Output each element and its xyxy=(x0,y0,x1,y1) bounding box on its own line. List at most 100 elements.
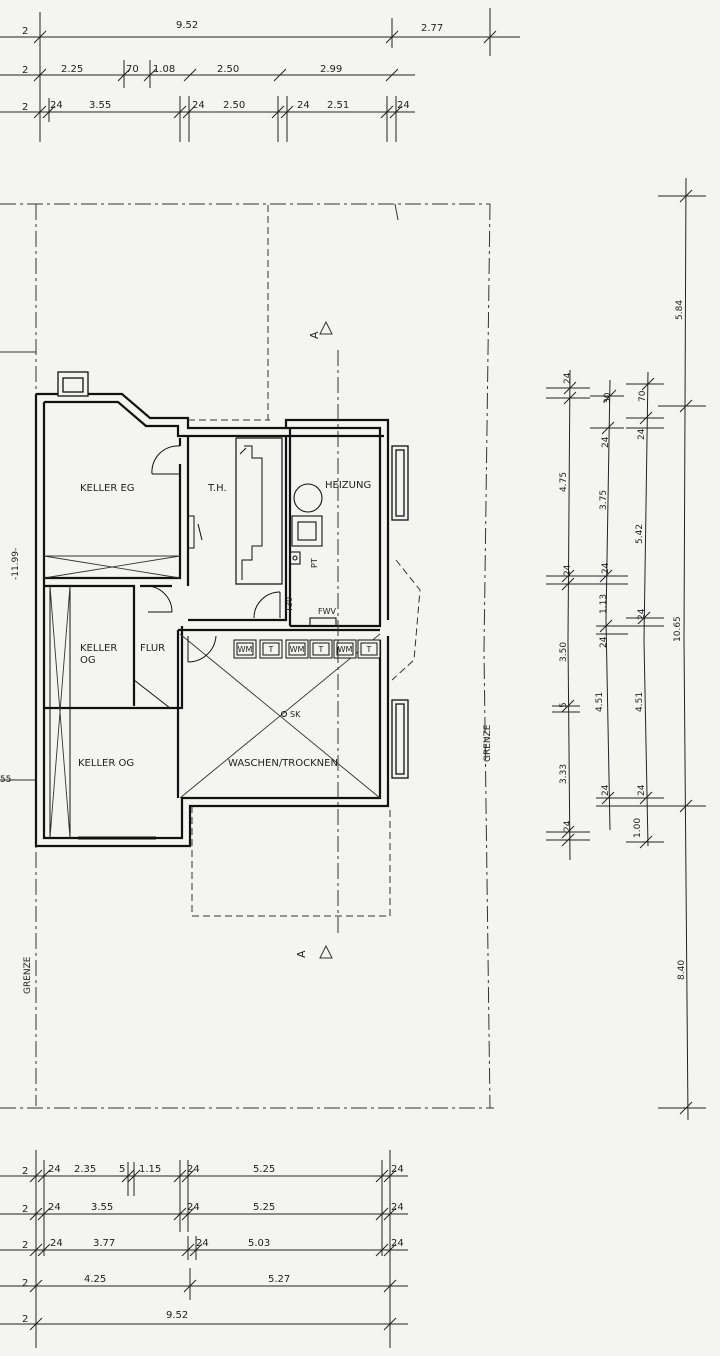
dim-label: -11.99- xyxy=(11,548,21,580)
dim-label: 5.03 xyxy=(248,1238,270,1249)
site-lines xyxy=(0,203,494,1109)
section-line-a xyxy=(319,320,339,959)
appliance-label: T xyxy=(268,645,274,654)
room-label-flur: FLUR xyxy=(140,643,165,654)
dim-label: 24 xyxy=(601,562,611,574)
dim-label: 24 xyxy=(637,784,647,796)
dim-label: 5 xyxy=(559,702,569,708)
section-arrow-icon xyxy=(319,944,333,959)
right-dimension-chains xyxy=(546,177,706,1121)
section-label-a-top: A xyxy=(308,331,321,339)
dim-label: 24 xyxy=(391,1202,404,1213)
doors xyxy=(133,445,281,709)
heating-equipment xyxy=(289,483,337,627)
dim-label: 24 xyxy=(563,820,573,832)
dim-label: 3.75 xyxy=(599,490,609,510)
dim-label: 2 xyxy=(22,1278,28,1289)
dashed-projections xyxy=(188,419,421,917)
boundary-labels: GRENZE GRENZE xyxy=(23,724,493,994)
dim-label: 2 xyxy=(22,65,28,76)
dim-label: 24 xyxy=(397,100,410,111)
dim-label: 55- xyxy=(0,775,15,785)
dim-label: 24 xyxy=(601,784,611,796)
bottom-dimension-chains xyxy=(0,1150,408,1348)
room-label-keller-og-level: OG xyxy=(80,655,96,666)
appliance-row xyxy=(233,639,381,659)
dim-label: 2 xyxy=(22,1166,28,1177)
dim-label: 8.40 xyxy=(677,960,687,980)
dim-label: 2.77 xyxy=(421,23,443,34)
fixture-label-sk: SK xyxy=(290,710,301,719)
room-label-heizung: HEIZUNG xyxy=(325,480,371,491)
dim-label: 10.65 xyxy=(673,616,683,642)
section-label-a-bottom: A xyxy=(295,950,308,958)
dim-label: 5.42 xyxy=(635,524,645,544)
top-dimension-chains xyxy=(0,8,520,142)
dim-label: 24 xyxy=(563,372,573,384)
boundary-label-left: GRENZE xyxy=(23,956,33,994)
room-label-keller-eg: KELLER EG xyxy=(80,483,135,494)
dim-label: 24 xyxy=(391,1238,404,1249)
room-label-keller-og-2: KELLER OG xyxy=(78,758,134,769)
section-letters: A A xyxy=(295,331,321,958)
appliance-label: WM xyxy=(338,645,353,654)
dim-label: 2.35 xyxy=(74,1164,96,1175)
dim-label: 24 xyxy=(48,1202,61,1213)
dim-label: 3.55 xyxy=(89,100,111,111)
dim-label: 3.33 xyxy=(559,764,569,784)
room-labels: KELLER EG T.H. HEIZUNG KELLER OG FLUR KE… xyxy=(78,480,371,769)
dim-label: 2.50 xyxy=(217,64,239,75)
room-label-th: T.H. xyxy=(207,483,227,494)
dim-label: 2 xyxy=(22,1204,28,1215)
fixture-label-t30: T30 xyxy=(285,597,294,613)
dim-label: 2 xyxy=(22,1314,28,1325)
dim-label: 24 xyxy=(196,1238,209,1249)
dim-label: 24 xyxy=(599,636,609,648)
building-walls xyxy=(34,392,390,848)
dim-label: 70 xyxy=(126,64,139,75)
dim-label: 5.25 xyxy=(253,1164,275,1175)
dim-label: 24 xyxy=(187,1202,200,1213)
dim-label: 3.50 xyxy=(559,642,569,662)
windows xyxy=(57,371,409,779)
dim-label: 24 xyxy=(601,436,611,448)
top-dimension-labels: 2 9.52 2.77 2 2.25 70 1.08 2.50 2.99 2 2… xyxy=(22,20,443,113)
dim-label: 2 xyxy=(22,1240,28,1251)
bottom-dimension-labels: 2 24 2.35 5 1.15 24 5.25 24 2 24 3.55 24… xyxy=(22,1164,404,1325)
dim-label: 1.15 xyxy=(139,1164,161,1175)
stairs xyxy=(188,445,263,580)
dim-label: 24 xyxy=(50,1238,63,1249)
fixture-label-fwv: FWV xyxy=(318,607,337,616)
floor-drain-icon xyxy=(281,711,287,717)
dim-label: 2.99 xyxy=(320,64,342,75)
appliance-labels: WM T WM T WM T xyxy=(238,645,372,654)
boundary-label-right: GRENZE xyxy=(483,724,493,762)
dim-label: 24 xyxy=(187,1164,200,1175)
dim-label: 5.27 xyxy=(268,1274,290,1285)
dim-label: 1.08 xyxy=(153,64,175,75)
appliance-label: WM xyxy=(290,645,305,654)
dim-label: 24 xyxy=(192,100,205,111)
dim-label: 2.50 xyxy=(223,100,245,111)
dim-label: 2 xyxy=(22,102,28,113)
appliance-label: WM xyxy=(238,645,253,654)
dim-label: 24 xyxy=(50,100,63,111)
dim-label: 5 xyxy=(119,1164,125,1175)
dim-label: 24 xyxy=(637,428,647,440)
dim-label: 1.13 xyxy=(599,594,609,614)
dim-label: 24 xyxy=(297,100,310,111)
dim-label: 2 xyxy=(22,26,28,37)
dim-label: 5.25 xyxy=(253,1202,275,1213)
appliance-label: T xyxy=(366,645,372,654)
left-dimension-labels: -11.99- 55- xyxy=(0,548,21,785)
right-dimension-labels: 24 4.75 24 3.50 5 3.33 24 30 24 3.75 24 … xyxy=(559,300,687,980)
dim-label: 4.51 xyxy=(635,692,645,712)
dim-label: 2.51 xyxy=(327,100,349,111)
dim-label: 4.75 xyxy=(559,472,569,492)
fixture-label-pt: PT xyxy=(310,558,319,568)
dim-label: 3.55 xyxy=(91,1202,113,1213)
dim-label: 24 xyxy=(391,1164,404,1175)
dim-label: 9.52 xyxy=(176,20,198,31)
room-label-keller-og: KELLER xyxy=(80,643,117,654)
